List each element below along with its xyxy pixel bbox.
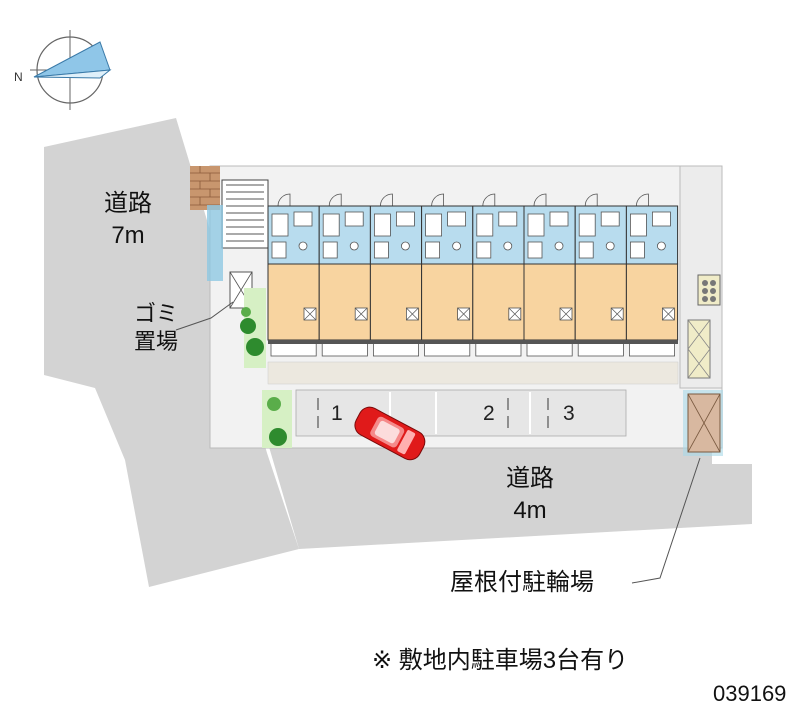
car-icon (354, 406, 426, 461)
apartment-unit (369, 193, 423, 357)
parking-slot-1: 1 (331, 402, 343, 425)
parking-lot (295, 389, 627, 437)
tree-icon (240, 307, 264, 356)
parking-slot-2: 2 (483, 402, 495, 425)
parking-note: ※ 敷地内駐車場3台有り (372, 647, 629, 674)
compass-icon: N (14, 30, 112, 110)
sub-road-4m (267, 440, 752, 549)
main-road-width: 7m (111, 222, 145, 249)
tree-icon (262, 390, 292, 448)
apartment-unit (421, 193, 474, 357)
apartment-unit (267, 193, 320, 357)
garbage-label-line1: ゴミ (133, 301, 178, 326)
garbage-label-line2: 置場 (133, 329, 178, 354)
sub-road-width: 4m (513, 497, 547, 524)
apartment-building (267, 193, 679, 357)
meter-box (697, 274, 721, 306)
apartment-unit (318, 193, 371, 357)
gravel-strip (267, 361, 679, 385)
apartment-unit (625, 193, 679, 357)
garbage-label: ゴミ 置場 (118, 303, 178, 353)
brick-wall (190, 166, 220, 210)
compass-north-label: N (14, 70, 23, 84)
property-code: 039169 (713, 681, 787, 706)
storage-box (687, 319, 711, 379)
main-road-7m (44, 118, 299, 587)
apartment-unit (523, 193, 576, 357)
main-road-label: 道路 7m (96, 192, 160, 248)
staircase (207, 179, 269, 281)
sub-road-label: 道路 4m (498, 467, 562, 523)
main-road-name: 道路 (104, 190, 152, 217)
apartment-unit (472, 193, 525, 357)
bicycle-parking-label: 屋根付駐輪場 (450, 569, 594, 596)
parking-slot-3: 3 (563, 402, 575, 425)
apartment-unit (574, 193, 627, 357)
bicycle-shelter (631, 390, 723, 584)
sub-road-name: 道路 (506, 465, 554, 492)
